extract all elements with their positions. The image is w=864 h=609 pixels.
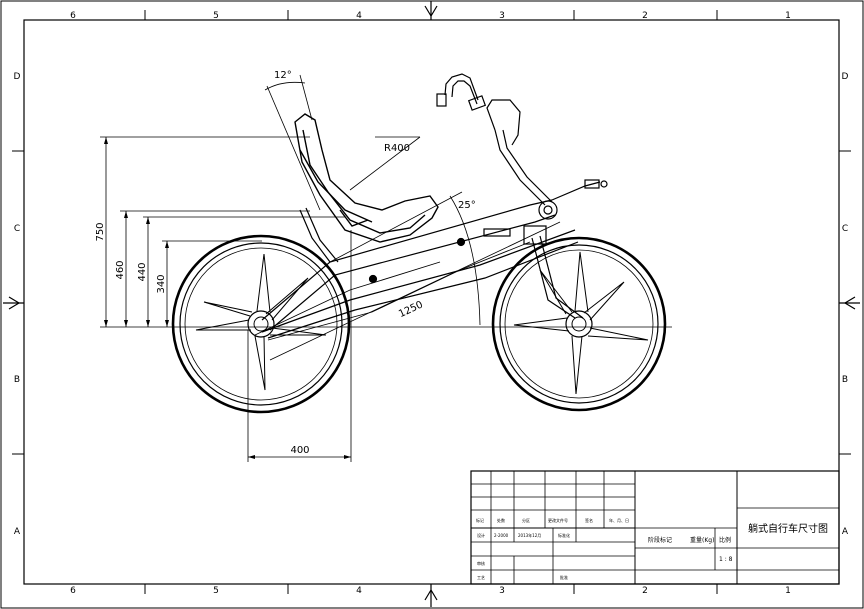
zone-bottom-6: 6 — [70, 586, 76, 596]
front-wheel — [491, 236, 667, 412]
frame-angle-arc — [449, 195, 481, 326]
zone-right-B: B — [842, 375, 848, 385]
label-approve: 批准 — [560, 574, 568, 580]
zone-right-C: C — [842, 224, 848, 234]
label-signature: 签名 — [585, 517, 593, 523]
zone-top-5: 5 — [213, 11, 219, 21]
label-review: 审核 — [477, 560, 485, 566]
frame — [261, 199, 579, 339]
zone-bottom-5: 5 — [213, 586, 219, 596]
zone-top-2: 2 — [642, 11, 648, 21]
zone-left-D: D — [14, 72, 21, 82]
label-design: 设计 — [477, 532, 485, 538]
zone-labels: 6 5 4 3 2 1 6 5 4 3 2 1 D C B A D C B A — [14, 11, 849, 596]
rear-spokes — [195, 253, 327, 391]
seat-angle-line-a — [266, 85, 321, 211]
frame-angle-line — [329, 191, 463, 263]
zone-left-B: B — [14, 375, 20, 385]
centering-marks — [3, 1, 860, 607]
inner-border — [23, 19, 840, 585]
drive-line — [254, 241, 531, 341]
drawing-title: 躺式自行车尺寸图 — [748, 522, 828, 535]
rear-wheel — [171, 234, 351, 414]
label-weight: 重量(Kg) — [690, 536, 714, 544]
label-standard: 标准化 — [558, 532, 570, 538]
designer-name: 2-2000 — [494, 533, 509, 538]
zone-bottom-3: 3 — [499, 586, 505, 596]
dimensions: 12° R400 750 460 440 340 25° 1250 — [95, 70, 672, 462]
label-scale: 比例 — [719, 536, 731, 544]
dim-label-460: 460 — [115, 260, 126, 279]
zone-bottom-1: 1 — [785, 586, 791, 596]
seat-radius-leader — [349, 136, 421, 191]
recumbent-bicycle — [171, 73, 667, 414]
dim-label-400: 400 — [290, 445, 309, 456]
zone-right-D: D — [842, 72, 849, 82]
title-block: 标记 处数 分区 更改文件号 签名 年、月、日 设计 2-2000 2013年1… — [470, 470, 840, 585]
zone-right-A: A — [842, 527, 849, 537]
label-change-doc: 更改文件号 — [548, 517, 568, 523]
zone-top-6: 6 — [70, 11, 76, 21]
seat-angle-line-b — [299, 74, 313, 121]
seat-angle-arc — [264, 81, 306, 91]
zone-ticks — [12, 10, 851, 594]
dim-line-1250 — [269, 221, 561, 361]
seat — [294, 113, 439, 243]
zone-top-4: 4 — [356, 11, 362, 21]
zone-top-1: 1 — [785, 11, 791, 21]
zone-bottom-4: 4 — [356, 586, 362, 596]
label-mark: 标记 — [476, 517, 484, 523]
dim-label-750: 750 — [95, 222, 106, 241]
design-date: 2013年12月 — [518, 532, 541, 538]
label-count: 处数 — [497, 517, 505, 523]
zone-left-C: C — [14, 224, 20, 234]
label-date: 年、月、日 — [609, 517, 629, 523]
scale-value: 1 : 8 — [719, 556, 733, 563]
front-spokes — [513, 251, 649, 395]
seat-radius-label: R400 — [384, 143, 410, 154]
zone-left-A: A — [14, 527, 21, 537]
frame-angle-label: 25° — [458, 200, 476, 211]
label-zone: 分区 — [522, 517, 530, 523]
label-stage: 阶段标记 — [648, 536, 672, 544]
seat-angle-label: 12° — [274, 70, 292, 81]
zone-bottom-2: 2 — [642, 586, 648, 596]
zone-top-3: 3 — [499, 11, 505, 21]
dim-label-1250: 1250 — [397, 299, 425, 320]
dim-label-340: 340 — [156, 274, 167, 293]
label-process: 工艺 — [477, 575, 485, 580]
dim-label-440: 440 — [137, 262, 148, 281]
fork-and-handlebar — [436, 73, 608, 319]
